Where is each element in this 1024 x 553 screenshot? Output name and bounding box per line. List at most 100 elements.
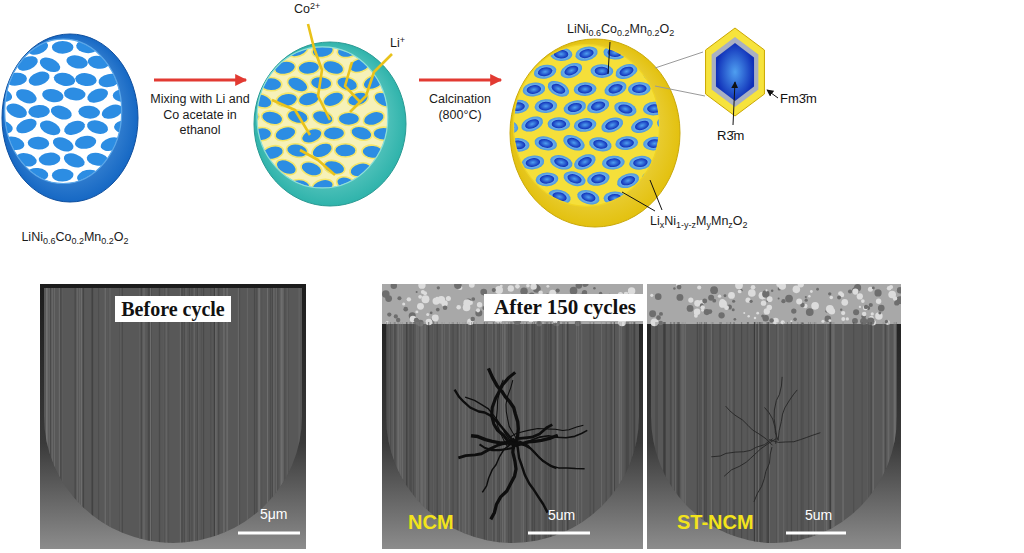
illustration-part [853, 284, 854, 549]
illustration-part [805, 299, 808, 302]
illustration-part [643, 136, 667, 152]
illustration-part [785, 295, 793, 303]
illustration-part [480, 132, 506, 153]
illustration-part [834, 284, 835, 549]
illustration-part [485, 136, 502, 149]
illustration-part [758, 284, 759, 549]
illustration-part [476, 284, 477, 549]
illustration-part [581, 284, 582, 549]
illustration-part [14, 86, 39, 106]
illustration-part [650, 294, 653, 297]
illustration-part [27, 69, 52, 88]
illustration-part [476, 308, 480, 312]
illustration-part [398, 89, 423, 109]
illustration-part [249, 161, 272, 178]
illustration-part [735, 284, 743, 289]
illustration-part [641, 284, 642, 549]
illustration-part [40, 284, 305, 549]
illustration-part [859, 306, 861, 308]
illustration-part [634, 284, 635, 549]
step-label: Calcination (800°C) [419, 92, 501, 123]
illustration-part [885, 284, 886, 549]
illustration-part [14, 86, 39, 106]
illustration-part [526, 84, 542, 95]
illustration-part [428, 284, 429, 549]
illustration-part [27, 136, 49, 150]
illustration-part [40, 284, 41, 549]
illustration-part [573, 82, 596, 97]
illustration-part [498, 155, 514, 167]
illustration-part [533, 134, 558, 152]
illustration-part [530, 284, 536, 290]
illustration-part [762, 315, 768, 321]
panel-title: Before cycle [115, 296, 230, 322]
illustration-part [708, 309, 713, 314]
illustration-part [169, 284, 170, 549]
illustration-part [747, 284, 748, 549]
illustration-part [0, 102, 5, 122]
illustration-part [52, 169, 74, 182]
illustration-part [415, 310, 418, 313]
illustration-part [613, 99, 638, 118]
illustration-part [114, 120, 136, 133]
illustration-part [394, 284, 395, 549]
illustration-part [471, 297, 475, 301]
process-arrow [154, 79, 246, 82]
illustration-part [499, 121, 515, 132]
illustration-part [664, 284, 665, 549]
illustration-part [665, 284, 666, 549]
illustration-part [382, 284, 643, 549]
illustration-part [768, 284, 769, 549]
illustration-part [44, 288, 302, 543]
sample-tag: NCM [408, 510, 454, 534]
illustration-part [762, 290, 769, 297]
illustration-part [311, 177, 335, 195]
illustration-part [634, 119, 651, 132]
illustration-part [658, 321, 663, 326]
illustration-part [486, 284, 487, 549]
illustration-part [868, 284, 869, 549]
illustration-part [202, 284, 203, 549]
illustration-part [853, 284, 854, 549]
illustration-part [756, 312, 759, 315]
illustration-part [783, 284, 784, 549]
illustration-part [582, 284, 587, 287]
illustration-part [556, 288, 560, 292]
illustration-part [504, 284, 505, 549]
illustration-part [109, 284, 110, 549]
illustration-part [259, 284, 260, 549]
illustration-part [463, 284, 464, 549]
illustration-part [465, 284, 466, 549]
illustration-part [699, 284, 700, 549]
illustration-part [402, 302, 405, 305]
illustration-part [62, 118, 87, 137]
illustration-part [510, 39, 680, 227]
illustration-part [615, 171, 641, 191]
illustration-part [139, 284, 140, 549]
illustration-part [139, 284, 140, 549]
illustration-part [541, 284, 542, 549]
illustration-part [273, 124, 297, 143]
illustration-part [470, 317, 475, 322]
illustration-part [588, 135, 613, 153]
illustration-part [235, 142, 260, 162]
illustration-part [164, 284, 165, 549]
illustration-part [383, 284, 384, 549]
illustration-part [573, 117, 597, 133]
illustration-part [724, 305, 729, 310]
illustration-part [113, 150, 137, 169]
illustration-part [869, 303, 873, 307]
illustration-part [629, 115, 655, 136]
illustration-part [538, 138, 554, 149]
illustration-part [508, 284, 509, 549]
illustration-part [141, 284, 142, 549]
illustration-part [28, 104, 50, 118]
illustration-part [225, 125, 249, 142]
illustration-part [359, 42, 382, 59]
illustration-part [452, 284, 453, 549]
illustration-part [526, 284, 527, 549]
illustration-part [88, 183, 110, 197]
illustration-part [761, 284, 762, 549]
illustration-part [671, 284, 672, 549]
illustration-part [776, 284, 777, 549]
